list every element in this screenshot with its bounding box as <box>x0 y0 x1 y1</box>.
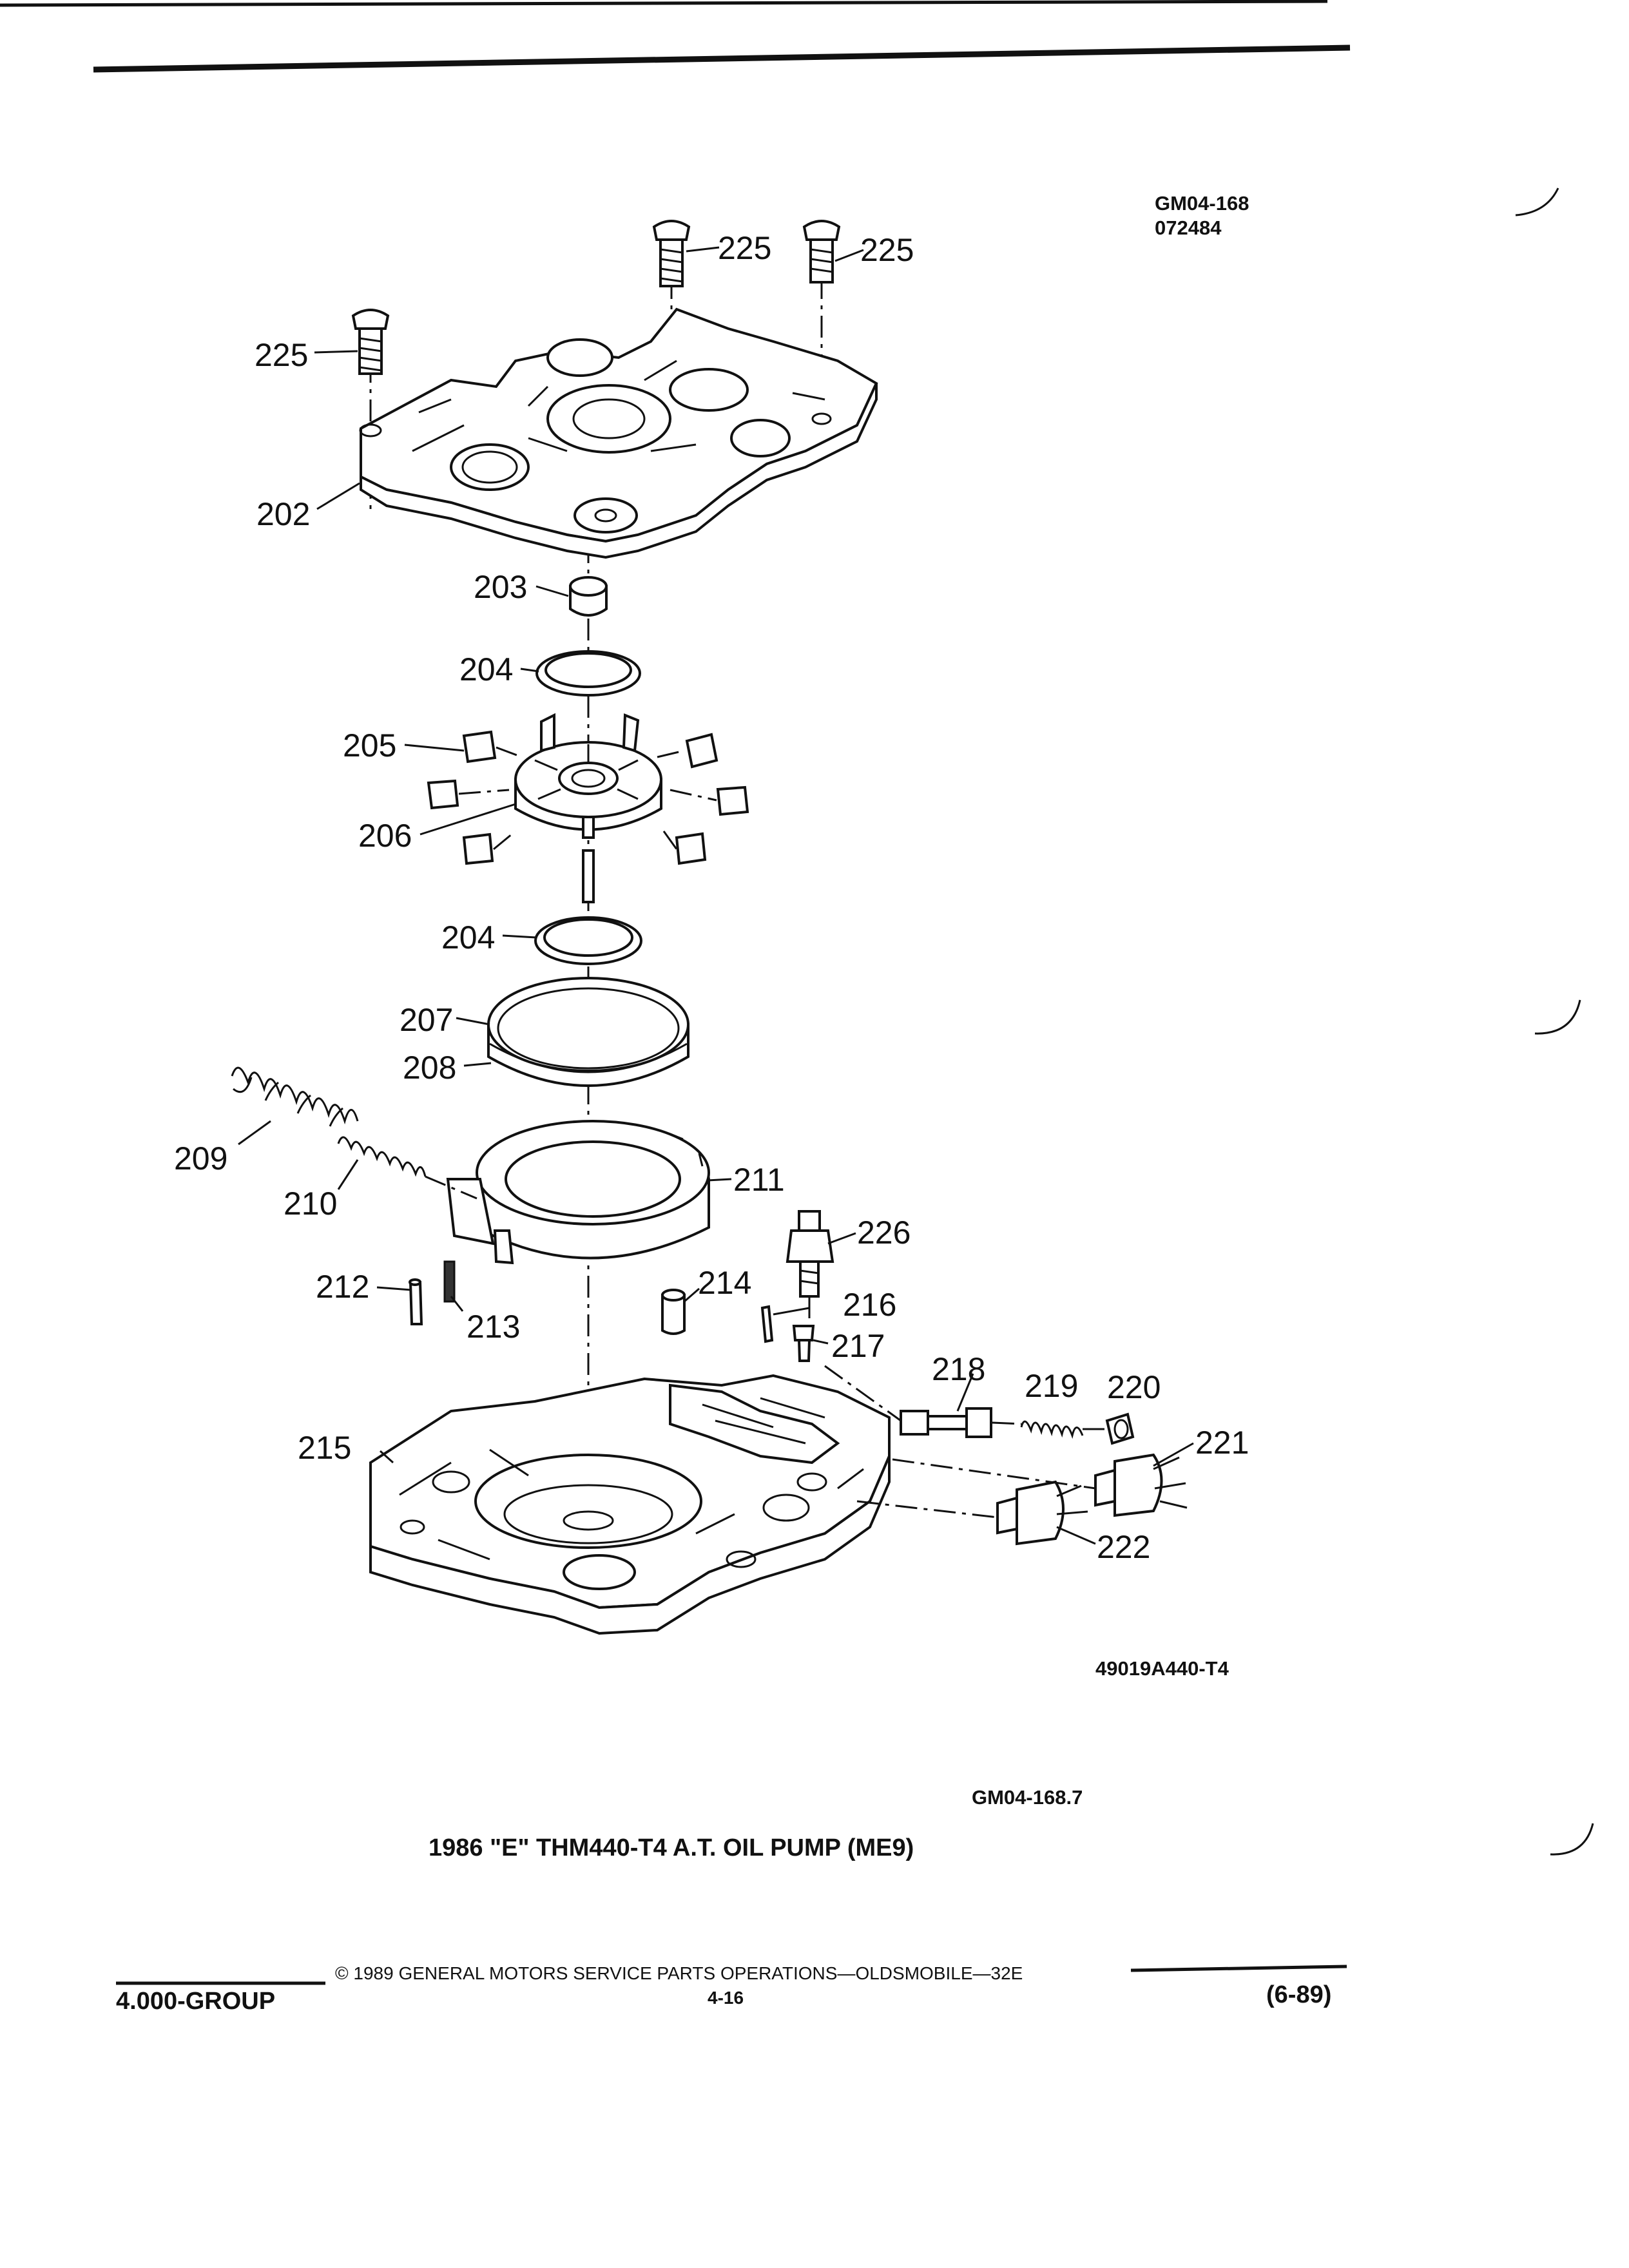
callout-220: 220 <box>1107 1369 1161 1405</box>
footer-copyright: © 1989 GENERAL MOTORS SERVICE PARTS OPER… <box>335 1963 1023 1983</box>
pressure-switch-221-icon <box>1094 1453 1188 1517</box>
spring-219-icon <box>1020 1420 1084 1439</box>
callout-212: 212 <box>316 1269 369 1305</box>
callout-221: 221 <box>1195 1425 1249 1461</box>
vane-205-icon-3 <box>427 779 459 810</box>
callout-217: 217 <box>831 1328 885 1364</box>
pump-cover-202-icon <box>359 307 878 559</box>
pump-ring-211-icon <box>446 1120 710 1265</box>
vane-center-lines <box>458 746 717 850</box>
footer-rule-right <box>1130 1965 1347 1972</box>
callout-205: 205 <box>343 727 396 764</box>
bushing-203-icon <box>569 576 608 617</box>
callout-209: 209 <box>174 1140 227 1177</box>
valve-218-icon <box>900 1407 992 1438</box>
callout-208: 208 <box>403 1050 456 1086</box>
figure-title: 1986 "E" THM440-T4 A.T. OIL PUMP (ME9) <box>429 1834 914 1861</box>
callout-225-right: 225 <box>860 232 914 268</box>
callout-207: 207 <box>400 1002 453 1038</box>
valve-center-line <box>824 1365 1107 1430</box>
callout-216: 216 <box>843 1287 896 1323</box>
seal-ring-207-208-icon <box>487 977 689 1087</box>
switch-center-lines <box>856 1458 1096 1519</box>
header-rule <box>93 44 1351 73</box>
plug-226-icon <box>786 1210 834 1298</box>
callout-214: 214 <box>698 1265 751 1301</box>
pump-body-215-icon <box>369 1374 891 1635</box>
callout-210: 210 <box>284 1186 337 1222</box>
callout-219: 219 <box>1025 1368 1078 1404</box>
vane-205-icon-1 <box>462 730 497 764</box>
spring-center-line <box>425 1175 477 1200</box>
vane-205-icon-6 <box>675 832 707 865</box>
binder-mark-3 <box>1550 1823 1594 1856</box>
ring-204-upper-icon <box>535 650 641 697</box>
callout-226: 226 <box>857 1215 911 1251</box>
callout-204-upper: 204 <box>459 651 513 687</box>
vane-205-icon-2 <box>685 733 718 769</box>
figure-code: GM04-168.7 <box>972 1786 1083 1809</box>
spring-pin-213-icon <box>443 1260 456 1303</box>
vane-205-icon-4 <box>716 785 749 816</box>
callout-206: 206 <box>358 818 412 854</box>
callout-202: 202 <box>256 496 310 532</box>
callout-203: 203 <box>474 569 527 605</box>
binder-mark-1 <box>1515 187 1559 216</box>
pressure-switch-222-icon <box>996 1480 1088 1546</box>
screw-217-icon <box>792 1325 815 1362</box>
ring-204-lower-icon <box>534 916 642 965</box>
callout-213: 213 <box>467 1309 520 1345</box>
callout-225-mid: 225 <box>718 230 771 266</box>
callout-218: 218 <box>932 1351 985 1387</box>
leader-lines <box>238 246 1194 1545</box>
footer-revision: (6-89) <box>1266 1981 1331 2008</box>
bolt-225-right-icon <box>802 220 841 284</box>
spring-210-icon <box>337 1136 427 1177</box>
plug-220-icon <box>1105 1412 1135 1445</box>
pin-212-icon <box>409 1278 423 1325</box>
footer-group: 4.000-GROUP <box>116 1988 275 2015</box>
pin-216-icon <box>760 1305 774 1343</box>
art-number: 49019A440-T4 <box>1095 1657 1229 1680</box>
spring-209-icon <box>231 1066 359 1127</box>
callout-204-lower: 204 <box>441 919 495 956</box>
callout-222: 222 <box>1097 1529 1150 1565</box>
footer-page-number: 4-16 <box>708 1988 744 2008</box>
bolt-225-mid-icon <box>652 220 691 287</box>
dowel-214-icon <box>661 1289 686 1335</box>
vane-205-icon-5 <box>462 832 494 865</box>
callout-225-left: 225 <box>255 337 308 373</box>
rotor-206-icon <box>514 713 662 903</box>
callout-215: 215 <box>298 1430 351 1466</box>
binder-mark-2 <box>1534 999 1581 1035</box>
drawing-date: 072484 <box>1155 216 1222 239</box>
top-edge-rule <box>0 0 1328 7</box>
bolt-225-left-icon <box>351 309 390 375</box>
callout-211: 211 <box>733 1162 785 1198</box>
drawing-code: GM04-168 <box>1155 192 1249 215</box>
